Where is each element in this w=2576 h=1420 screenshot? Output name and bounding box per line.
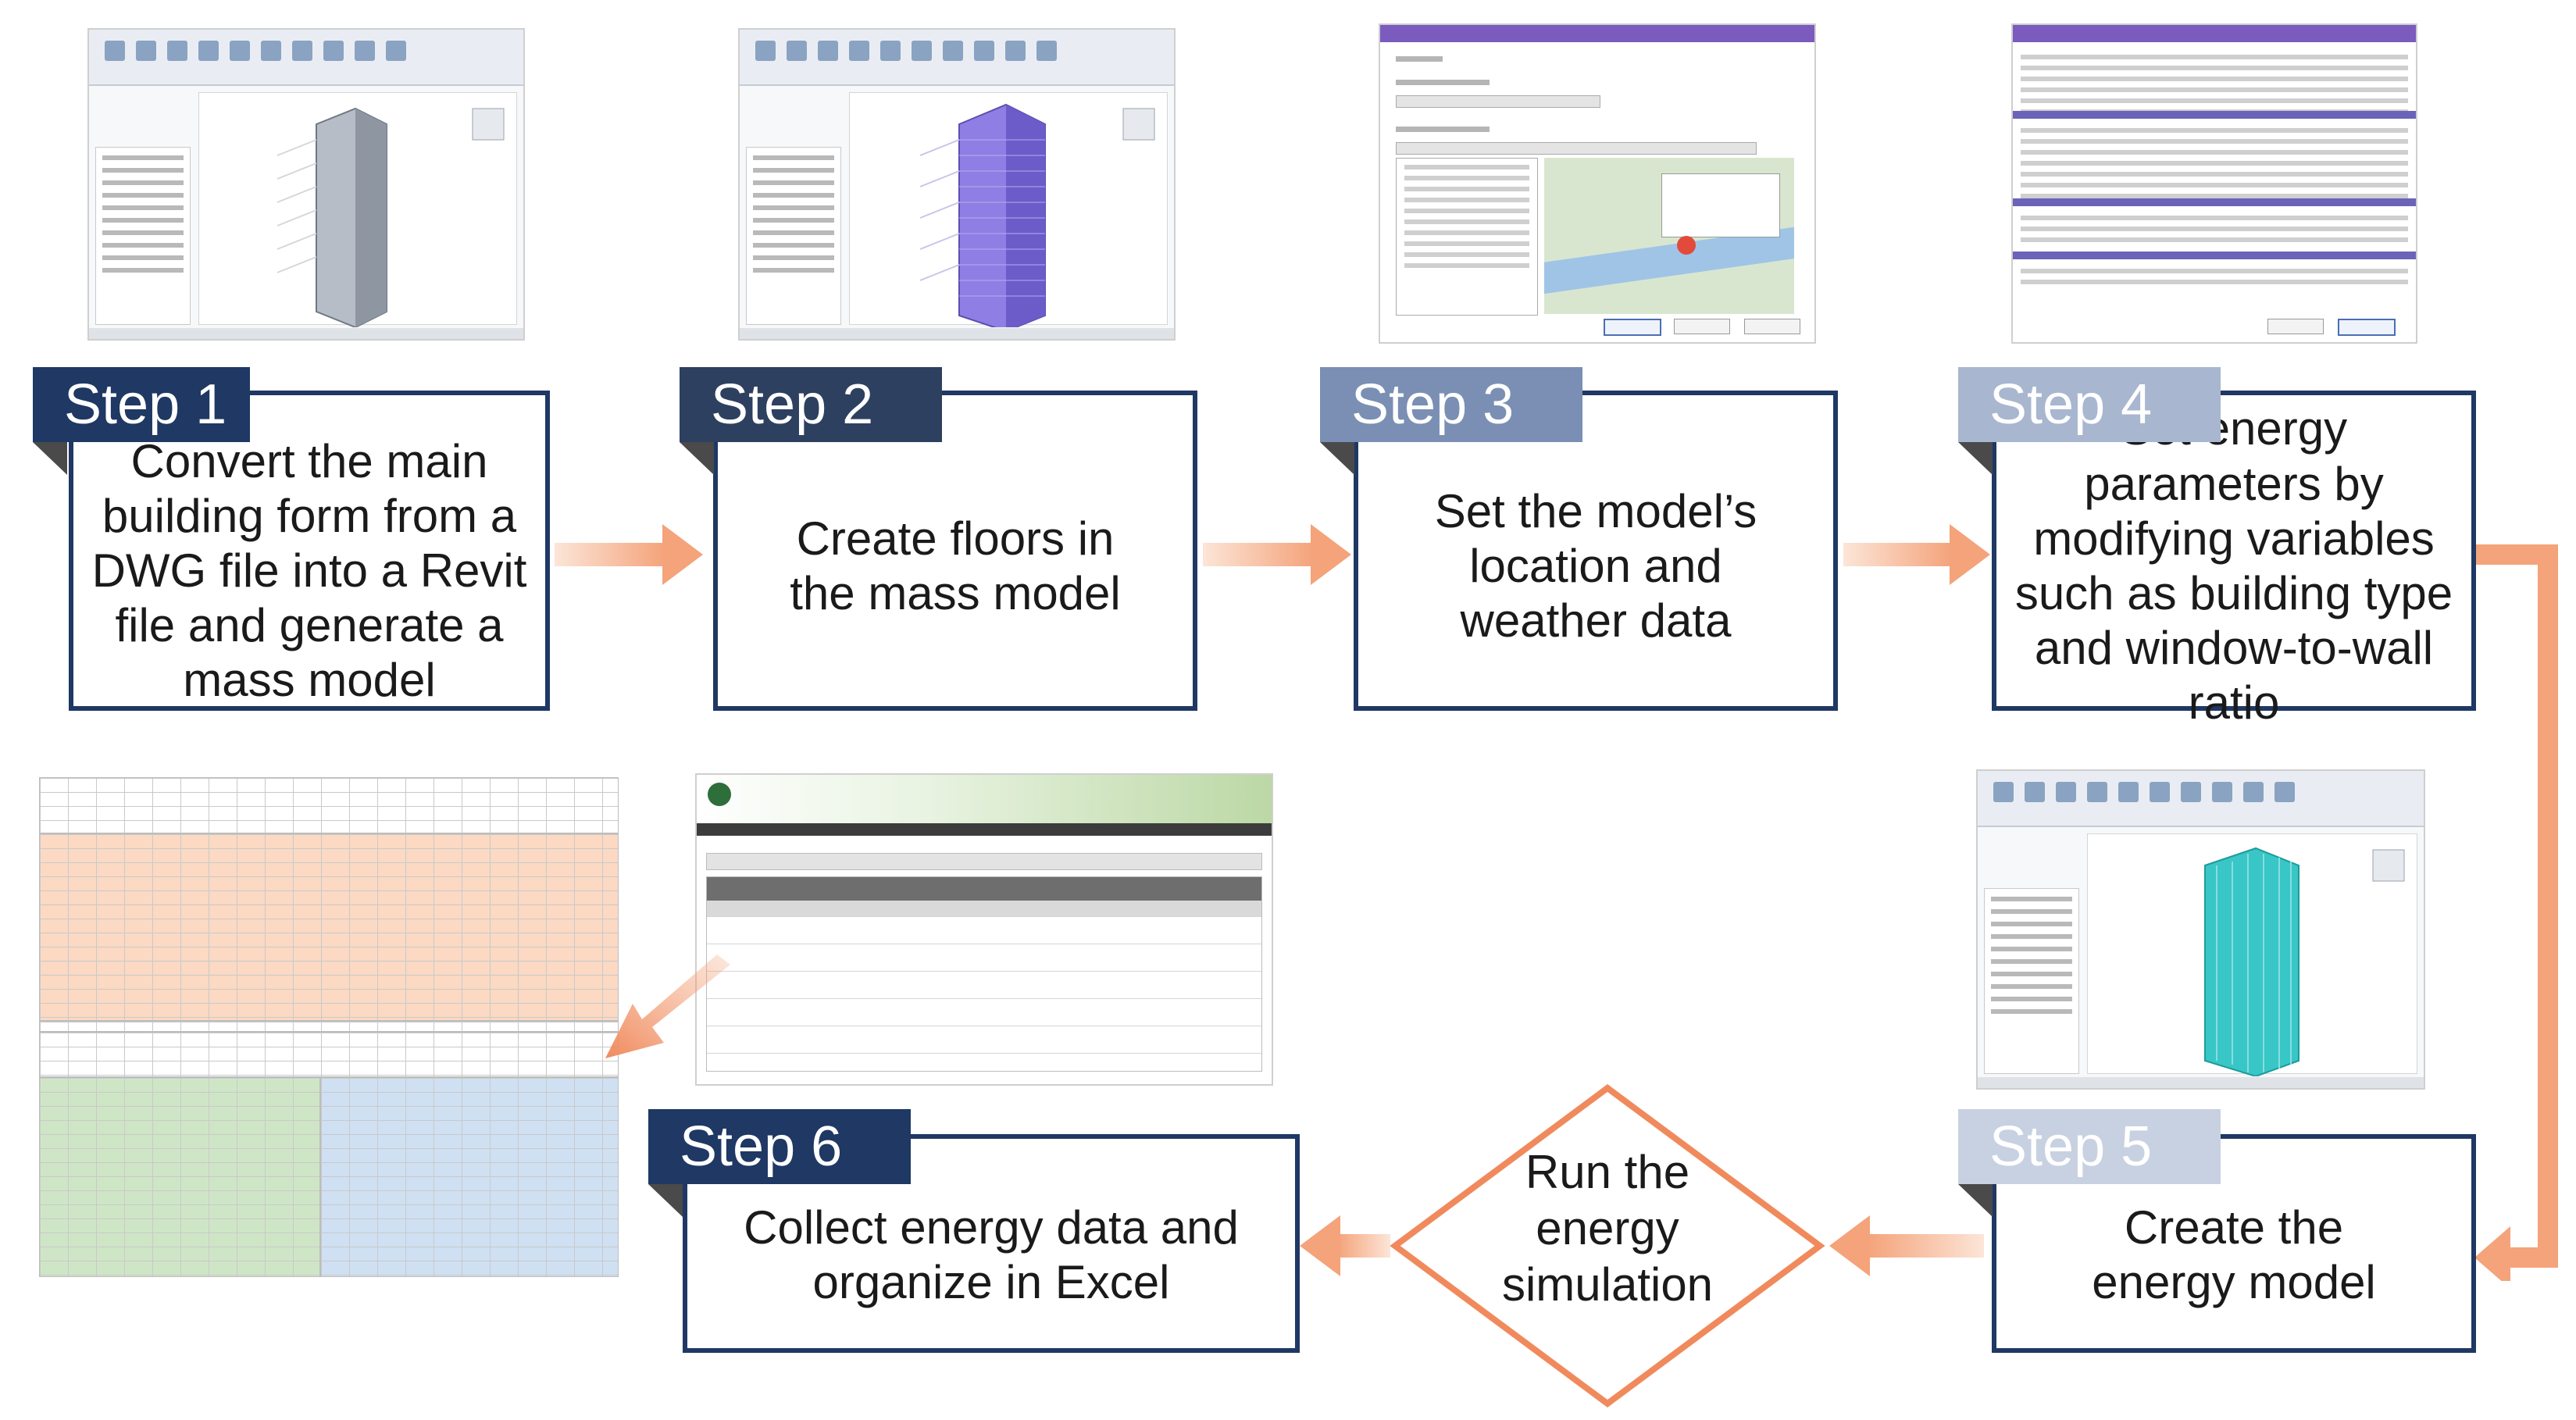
ribbon-toolbar [740,30,1174,86]
project-browser-panel [95,147,191,325]
step3-tab: Step 3 [1320,367,1582,475]
step2-revit-screenshot [738,28,1176,341]
step1-text: Convert the main building form from a DW… [91,434,527,707]
step5-tab: Step 5 [1958,1109,2221,1217]
map-info-popup [1661,173,1780,237]
arrow-simulation-to-step6 [1300,1215,1390,1276]
step1-revit-screenshot [87,28,525,341]
dialog-buttons [1604,319,1800,336]
map-pin-icon [1677,236,1696,255]
gbs-nav-bar [697,823,1272,836]
step4-tab: Step 4 [1958,367,2221,475]
3d-viewport [849,92,1168,333]
step5-box: Create the energy model [1992,1134,2476,1353]
ribbon-toolbar [89,30,523,86]
autodesk-logo-icon [708,783,731,806]
3d-viewport [2087,833,2417,1078]
arrow-step2-to-step3 [1203,524,1351,585]
step1-box: Convert the main building form from a DW… [69,391,550,711]
arrow-step1-to-step2 [555,524,703,585]
teal-energy-model [2204,847,2405,1078]
location-map [1544,158,1794,314]
arrow-gbs-to-excel [605,954,730,1058]
simulation-label: Run the energy simulation [1501,1146,1714,1311]
step6-text: Collect energy data and organize in Exce… [744,1201,1239,1308]
step2-box: Create floors in the mass model [713,391,1197,711]
step3-box: Set the model’s location and weather dat… [1354,391,1838,711]
simulation-diamond [1390,1084,1825,1408]
excel-energy-table [39,777,619,1277]
project-browser-panel [1984,888,2079,1074]
step5-text: Create the energy model [2092,1201,2376,1308]
step3-location-dialog [1379,23,1816,344]
purple-floor-model [919,103,1155,333]
weather-station-list [1396,158,1538,316]
gbs-results-table [706,876,1262,1072]
step4-energy-settings-dialog [2011,23,2417,344]
gray-mass-model [277,107,505,329]
arrow-step5-to-simulation [1829,1215,1984,1276]
dialog-title-bar [2013,25,2416,42]
step5-revit-screenshot [1976,769,2425,1090]
step2-tab: Step 2 [680,367,942,475]
step3-text: Set the model’s location and weather dat… [1434,484,1757,648]
gbs-header [697,775,1272,825]
step2-text: Create floors in the mass model [790,512,1121,619]
step1-tab: Step 1 [33,367,250,475]
ribbon-toolbar [1978,771,2424,827]
3d-viewport [198,92,517,329]
arrow-step4-to-step5 [2476,544,2558,1281]
project-browser-panel [746,147,841,325]
dialog-title-bar [1380,25,1814,42]
step6-tab: Step 6 [648,1109,911,1217]
green-building-studio-screenshot [695,773,1273,1086]
arrow-step3-to-step4 [1843,524,1990,585]
